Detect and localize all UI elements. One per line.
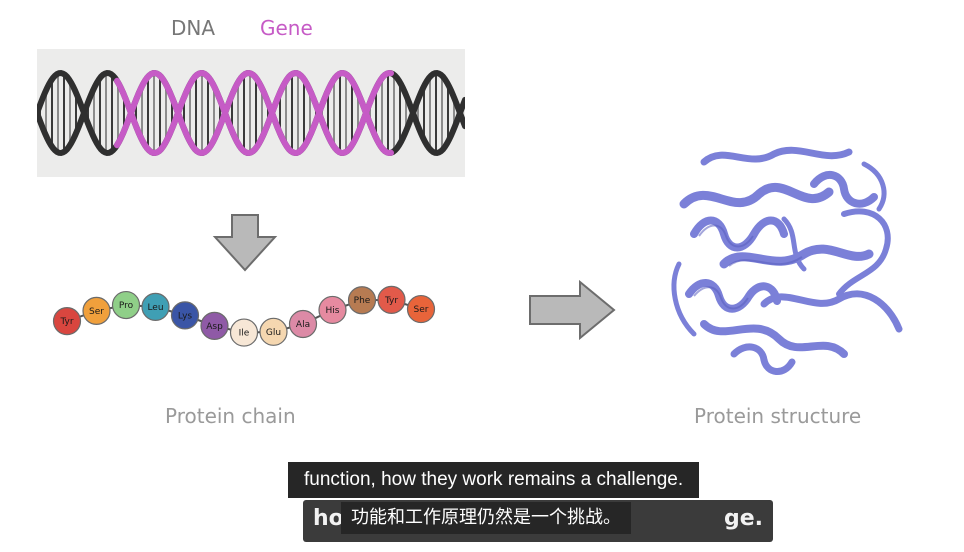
amino-acid-bead: [318, 295, 347, 325]
gene-label: Gene: [260, 16, 313, 40]
amino-acid-bead: [406, 294, 436, 324]
amino-acid-label: Ser: [89, 307, 104, 317]
amino-acid-label: Pro: [119, 301, 134, 311]
amino-acid-bead: [200, 311, 229, 340]
subtitle-behind-start: ho: [313, 506, 344, 531]
amino-acid-bead: [259, 317, 288, 346]
amino-acid-bead: [82, 296, 111, 325]
subtitle-chinese: 功能和工作原理仍然是一个挑战。: [341, 502, 631, 534]
amino-acid-label: Ala: [296, 320, 310, 330]
amino-acid-label: Tyr: [384, 296, 398, 306]
dna-label: DNA: [171, 16, 216, 40]
amino-acid-label: Tyr: [59, 317, 73, 327]
amino-acid-label: Asp: [206, 322, 223, 332]
amino-acid-label: Lys: [178, 311, 193, 321]
amino-acid-label: Phe: [354, 296, 371, 306]
amino-acid-bead: [347, 286, 377, 315]
amino-acid-bead: [229, 318, 259, 347]
amino-acid-bead: [52, 307, 82, 336]
amino-acid-label: Leu: [147, 303, 163, 313]
amino-acid-bead: [288, 309, 318, 339]
amino-acid-bead: [111, 290, 141, 320]
subtitle-behind-end: ge.: [723, 506, 763, 531]
right-arrow-icon: [529, 280, 616, 340]
amino-acid-label: Glu: [266, 328, 281, 338]
dna-helix: [37, 49, 465, 177]
amino-acid-bead: [170, 301, 200, 330]
amino-acid-label: His: [326, 306, 340, 316]
down-arrow-icon: [212, 214, 278, 272]
subtitle-english: function, how they work remains a challe…: [288, 462, 700, 498]
amino-acid-bead: [141, 292, 170, 321]
amino-acid-bead: [377, 285, 406, 314]
amino-acid-label: Ile: [239, 329, 250, 339]
protein-chain-label: Protein chain: [165, 404, 296, 428]
amino-acid-label: Ser: [414, 305, 429, 315]
protein-structure-label: Protein structure: [694, 404, 862, 428]
protein-structure-image: [671, 146, 903, 375]
